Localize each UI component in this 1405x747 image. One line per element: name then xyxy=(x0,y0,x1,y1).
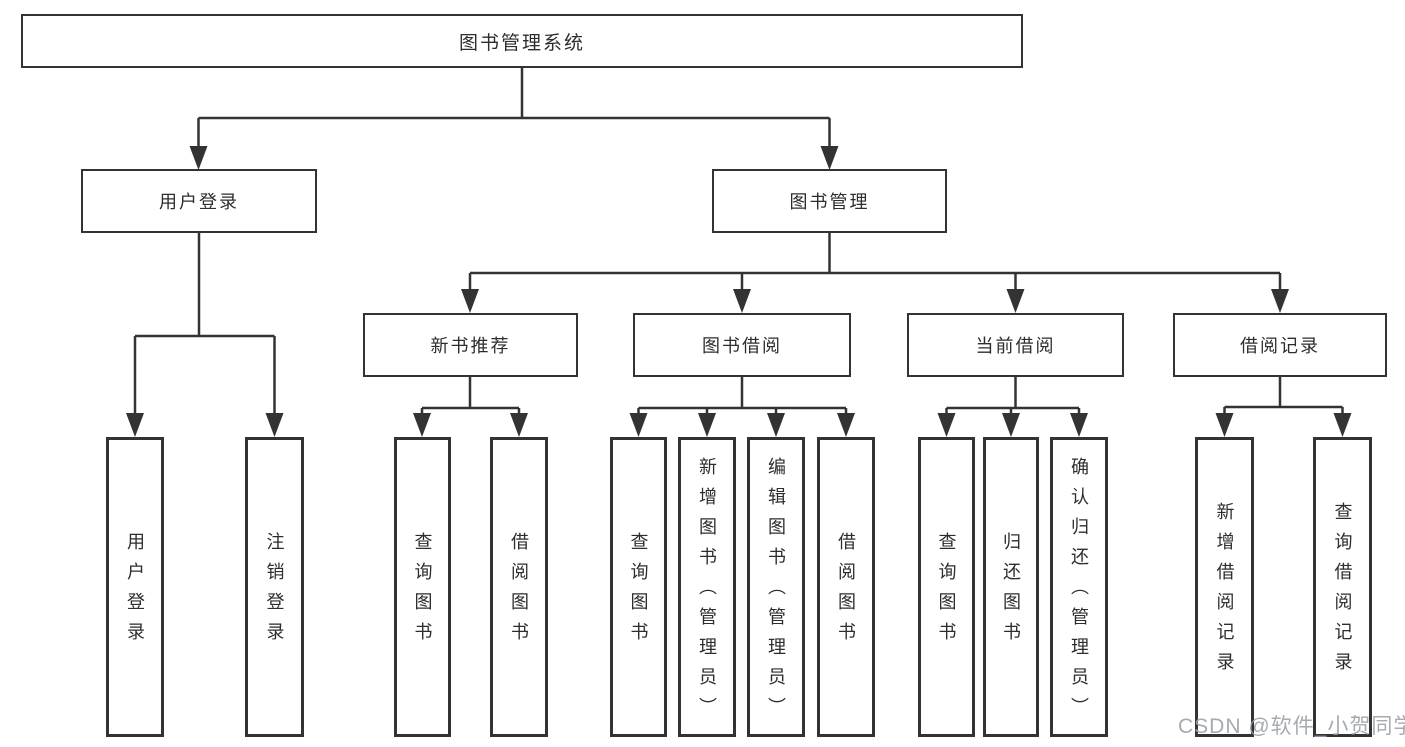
node-confirm-return-admin: 确认归还（管理员） xyxy=(1050,437,1108,737)
connector-borrow-records xyxy=(1223,377,1344,416)
node-new-book-recommend-label: 新书推荐 xyxy=(430,336,511,356)
node-query-books-borrow: 查询图书 xyxy=(610,437,667,737)
arrowhead xyxy=(189,146,208,170)
leaf-label: 查询图书 xyxy=(628,532,649,652)
arrowhead xyxy=(1006,289,1025,313)
leaf-label: 查询图书 xyxy=(412,532,433,652)
leaf-label: 借阅图书 xyxy=(836,532,856,652)
node-root-label: 图书管理系统 xyxy=(458,32,585,54)
arrowhead xyxy=(126,413,144,437)
connector-lines xyxy=(133,68,1344,416)
node-edit-book-admin: 编辑图书（管理员） xyxy=(747,437,805,737)
arrowhead xyxy=(767,413,785,437)
node-user-login-label: 用户登录 xyxy=(159,192,239,212)
arrowhead xyxy=(1002,413,1020,437)
node-book-borrow-label: 图书借阅 xyxy=(702,336,782,356)
connector-book-borrow xyxy=(637,377,848,416)
watermark: CSDN @软件_小贺同学 xyxy=(1178,715,1405,738)
node-logout-leaf: 注销登录 xyxy=(245,437,304,737)
node-user-login-leaf: 用户登录 xyxy=(106,437,164,737)
arrowhead xyxy=(937,413,956,437)
arrowhead xyxy=(1215,413,1234,437)
node-book-management-label: 图书管理 xyxy=(789,192,870,212)
connector-new-book-recommend xyxy=(420,377,521,416)
node-query-books-recommend: 查询图书 xyxy=(394,437,451,737)
arrowhead xyxy=(733,289,751,313)
leaf-label: 编辑图书（管理员） xyxy=(766,457,786,727)
node-return-book: 归还图书 xyxy=(983,437,1039,737)
node-book-borrow: 图书借阅 xyxy=(633,313,851,377)
node-new-book-recommend: 新书推荐 xyxy=(363,313,578,377)
node-query-borrow-record: 查询借阅记录 xyxy=(1313,437,1372,737)
leaf-label: 查询图书 xyxy=(936,532,957,652)
arrowhead xyxy=(265,413,284,437)
leaf-label: 查询借阅记录 xyxy=(1332,502,1353,682)
leaf-label: 注销登录 xyxy=(264,532,285,652)
arrowheads xyxy=(126,146,1352,437)
node-query-books-current: 查询图书 xyxy=(918,437,975,737)
node-borrow-records: 借阅记录 xyxy=(1173,313,1387,377)
leaf-label: 确认归还（管理员） xyxy=(1069,457,1089,727)
arrowhead xyxy=(413,413,431,437)
arrowhead xyxy=(698,413,716,437)
node-add-borrow-record: 新增借阅记录 xyxy=(1195,437,1254,737)
node-current-borrow-label: 当前借阅 xyxy=(975,336,1056,356)
leaf-label: 用户登录 xyxy=(125,532,145,652)
connector-root xyxy=(197,68,831,150)
node-user-login: 用户登录 xyxy=(81,169,317,233)
node-add-book-admin: 新增图书（管理员） xyxy=(678,437,736,737)
arrowhead xyxy=(1333,413,1352,437)
leaf-label: 新增借阅记录 xyxy=(1214,502,1235,682)
connector-current-borrow xyxy=(945,377,1081,416)
node-current-borrow: 当前借阅 xyxy=(907,313,1124,377)
connector-book-management xyxy=(468,233,1282,292)
arrowhead xyxy=(820,146,839,170)
node-borrow-books-recommend: 借阅图书 xyxy=(490,437,548,737)
node-borrow-records-label: 借阅记录 xyxy=(1240,336,1320,356)
arrowhead xyxy=(510,413,528,437)
arrowhead xyxy=(1271,289,1289,313)
arrowhead xyxy=(629,413,648,437)
node-borrow-books-leaf: 借阅图书 xyxy=(817,437,875,737)
node-root: 图书管理系统 xyxy=(21,14,1023,68)
leaf-label: 归还图书 xyxy=(1001,532,1021,652)
arrowhead xyxy=(1070,413,1088,437)
arrowhead xyxy=(837,413,855,437)
leaf-label: 借阅图书 xyxy=(509,532,529,652)
leaf-label: 新增图书（管理员） xyxy=(697,457,717,727)
arrowhead xyxy=(461,289,479,313)
node-book-management: 图书管理 xyxy=(712,169,947,233)
connector-user-login xyxy=(133,233,276,416)
